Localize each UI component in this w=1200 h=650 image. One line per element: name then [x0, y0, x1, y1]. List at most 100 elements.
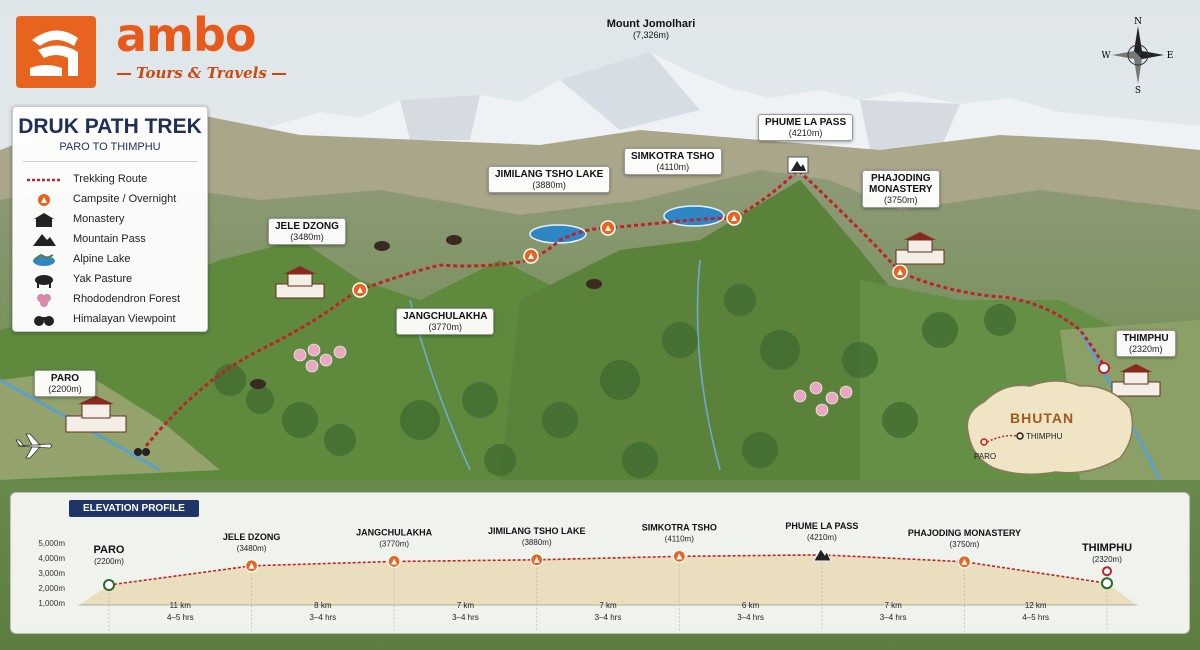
legend-title: DRUK PATH TREK [18, 115, 202, 138]
map-label-name: JANGCHULAKHA [403, 311, 488, 322]
inset-label-thimphu: THIMPHU [1026, 432, 1063, 441]
y-tick-label: 4,000m [38, 554, 65, 563]
campsite-markers [352, 210, 908, 298]
binoculars-icon [134, 448, 150, 456]
compass-e: E [1167, 51, 1174, 61]
profile-stop-name: JIMILANG TSHO LAKE [488, 526, 586, 536]
map-label-paro: PARO (2200m) [34, 370, 96, 397]
dzong-thimphu [1111, 364, 1161, 397]
monastery-jele [275, 266, 325, 299]
inset-label-paro: PARO [974, 452, 997, 461]
map-label-jele-dzong: JELE DZONG (3480m) [268, 218, 346, 245]
lake-jimilang [529, 224, 587, 244]
ambo-logo-icon [16, 16, 96, 88]
segment-time: 4–5 hrs [1022, 613, 1049, 622]
lake-icon [33, 253, 55, 266]
tent-glyph [533, 556, 540, 563]
legend-panel: DRUK PATH TREK PARO TO THIMPHU Trekking … [12, 106, 208, 332]
map-label-elevation: (3750m) [884, 195, 918, 205]
profile-stop-name: THIMPHU [1082, 542, 1132, 554]
segment-time: 4–5 hrs [167, 613, 194, 622]
peak-name: Mount Jomolhari [606, 18, 696, 30]
legend-subtitle: PARO TO THIMPHU [59, 141, 161, 153]
segment-distance: 6 km [742, 601, 760, 610]
legend-item-viewpoint: Himalayan Viewpoint [21, 311, 201, 329]
ridge-front-center [500, 180, 900, 480]
segment-time: 3–4 hrs [880, 613, 907, 622]
elevation-area [79, 554, 1137, 605]
legend-item-monastery: Monastery [21, 211, 201, 229]
profile-stop-name: PARO [94, 544, 125, 556]
segment-distance: 7 km [457, 601, 475, 610]
y-tick-label: 2,000m [38, 584, 65, 593]
map-label-elevation: (3480m) [290, 232, 324, 242]
legend-item-campsite: Campsite / Overnight [21, 191, 201, 209]
legend-item-route: Trekking Route [21, 171, 201, 189]
segment-time: 3–4 hrs [452, 613, 479, 622]
compass-s: S [1135, 86, 1141, 94]
rhododendron-cluster [293, 343, 853, 417]
legend-item-label: Campsite / Overnight [73, 193, 177, 205]
dzong-paro [65, 396, 127, 433]
legend-item-pass: Mountain Pass [21, 231, 201, 249]
map-label-jimilang: JIMILANG TSHO LAKE (3880m) [488, 166, 611, 193]
segment-distance: 8 km [314, 601, 332, 610]
compass-n: N [1134, 17, 1142, 27]
map-label-elevation: (3770m) [428, 322, 462, 332]
route-line-icon [27, 178, 61, 182]
map-label-name: THIMPHU [1123, 333, 1169, 344]
thimphu-marker [1098, 362, 1110, 374]
map-label-elevation: (4210m) [788, 128, 823, 138]
legend-item-label: Rhododendron Forest [73, 293, 181, 305]
mountain-pass-icon [813, 548, 832, 562]
end-pin-icon [1102, 566, 1112, 577]
yak-icon [35, 275, 53, 288]
map-label-name: PHUME LA PASS [765, 117, 847, 128]
campsite-icon [38, 194, 50, 206]
map-label-name: SIMKOTRA TSHO [631, 151, 715, 162]
map-label-elevation: (4110m) [656, 162, 690, 172]
map-label-name: PHAJODING [871, 173, 931, 184]
flower-icon [37, 294, 51, 307]
compass-rose-icon: N S E W [1102, 17, 1174, 94]
brand-name: ambo [116, 8, 257, 62]
legend-item-yak: Yak Pasture [21, 271, 201, 289]
segment-time: 3–4 hrs [737, 613, 764, 622]
start-marker [103, 579, 115, 591]
profile-stop-name: JELE DZONG [223, 532, 281, 542]
profile-stop-elevation: (4110m) [665, 534, 695, 543]
bhutan-outline-icon [966, 380, 1134, 475]
y-tick-label: 1,000m [38, 599, 65, 608]
tent-glyph [248, 562, 255, 569]
legend-item-label: Monastery [73, 213, 125, 225]
legend-item-label: Alpine Lake [73, 253, 131, 265]
profile-stop-name: SIMKOTRA TSHO [642, 522, 717, 532]
legend-item-label: Trekking Route [73, 173, 148, 185]
legend-item-rhododendron: Rhododendron Forest [21, 291, 201, 309]
yak-icons [250, 235, 602, 389]
map-label-name: PARO [50, 373, 80, 384]
tent-glyph [961, 558, 968, 565]
profile-stop-name: JANGCHULAKHA [356, 527, 432, 537]
profile-stop-name: PHAJODING MONASTERY [908, 528, 1021, 538]
map-label-jangchulakha: JANGCHULAKHA (3770m) [396, 308, 495, 335]
mountain-pass-icon [33, 234, 56, 246]
profile-stop-elevation: (3750m) [950, 540, 980, 549]
map-label-elevation: (3880m) [532, 180, 566, 190]
peak-elevation: (7,326m) [632, 30, 669, 40]
map-label-phajoding: PHAJODING MONASTERY (3750m) [862, 170, 940, 208]
brand-tagline: Tours & Travels [112, 64, 291, 82]
segment-time: 3–4 hrs [595, 613, 622, 622]
elevation-profile-chart: 5,000m4,000m3,000m2,000m1,000mPARO(2200m… [38, 521, 1137, 631]
y-tick-label: 3,000m [38, 569, 65, 578]
map-label-name: JELE DZONG [275, 221, 339, 232]
bhutan-inset-map: BHUTAN PARO THIMPHU [960, 372, 1138, 480]
legend-divider [23, 161, 197, 162]
legend-item-label: Himalayan Viewpoint [73, 313, 176, 325]
end-marker [1101, 577, 1113, 590]
y-tick-label: 5,000m [38, 539, 65, 548]
inset-title: BHUTAN [1010, 410, 1075, 426]
segment-distance: 11 km [170, 601, 192, 610]
segment-distance: 7 km [884, 601, 902, 610]
